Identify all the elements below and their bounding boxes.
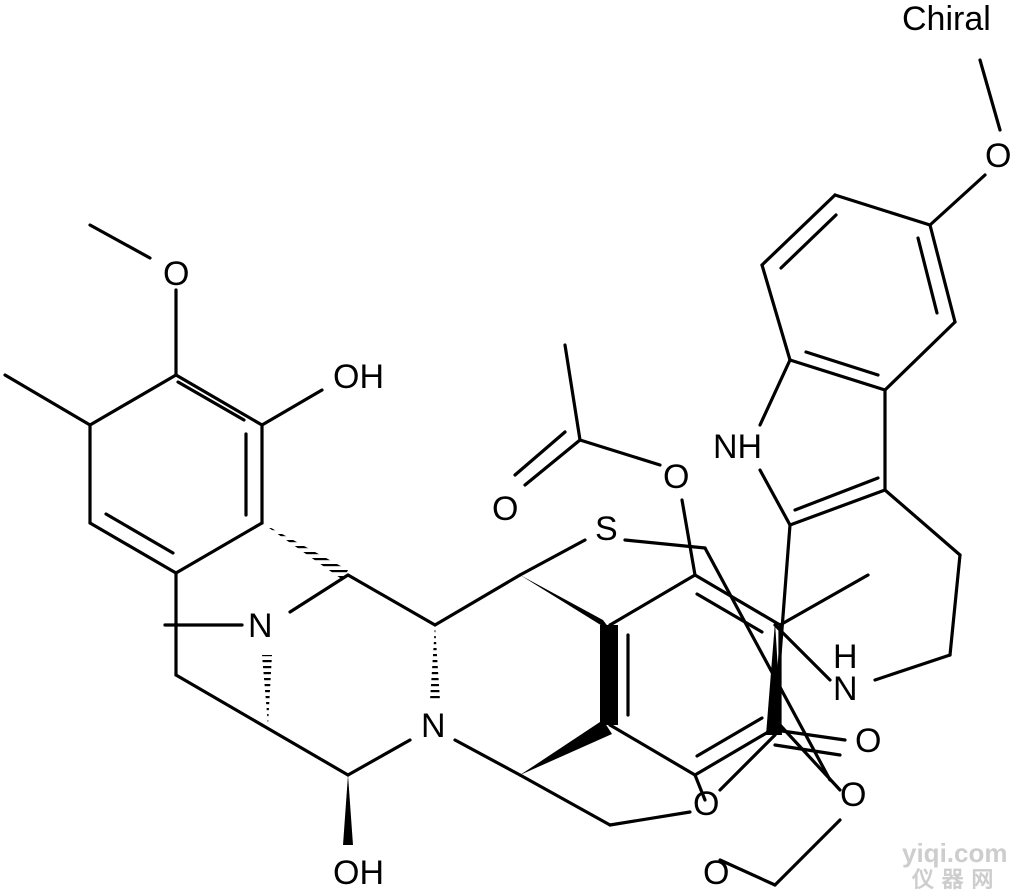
wedge-bold-1	[520, 575, 612, 632]
wedge-bold-5	[766, 622, 782, 735]
wedge-bold-2	[520, 720, 612, 775]
watermark-cjk: 仪 器 网	[911, 868, 993, 891]
watermark-site: yiqi.com	[902, 838, 1007, 868]
atom-o-acetyl-ester: O	[663, 458, 689, 496]
atom-o-methoxy-right: O	[985, 137, 1011, 175]
atom-o-dioxole-3: O	[703, 854, 729, 891]
atom-n-ring: N	[421, 707, 446, 745]
bond-lines	[3, 58, 1002, 887]
atom-o-methoxy-left: O	[163, 255, 189, 293]
atom-oh-top: OH	[333, 358, 384, 396]
wedge-hash-1	[262, 523, 348, 580]
atom-nh-indole: NH	[713, 428, 762, 466]
wedge-bold-4	[343, 775, 353, 845]
atom-o-lactone-carbonyl: O	[855, 722, 881, 760]
wedge-hash-3	[430, 625, 440, 700]
wedge-hash-2	[262, 655, 272, 725]
wedge-bold-3	[600, 625, 618, 725]
atom-oh-bottom: OH	[333, 854, 384, 891]
atom-o-acetyl-carbonyl: O	[492, 490, 518, 528]
atom-o-dioxole-2: O	[840, 776, 866, 814]
wedge-bonds	[262, 523, 782, 845]
watermark: yiqi.com 仪 器 网	[902, 838, 1007, 891]
chiral-label: Chiral	[902, 0, 991, 38]
atom-h-amine: H	[833, 638, 858, 676]
atom-n-bridge: N	[248, 607, 273, 645]
atom-o-dioxole-1: O	[693, 785, 719, 823]
atom-n-amine: N	[833, 670, 858, 708]
atom-s-thioether: S	[595, 510, 618, 548]
atom-labels: Chiral O OH N N OH S O O NH H N O O O O …	[163, 0, 1011, 891]
